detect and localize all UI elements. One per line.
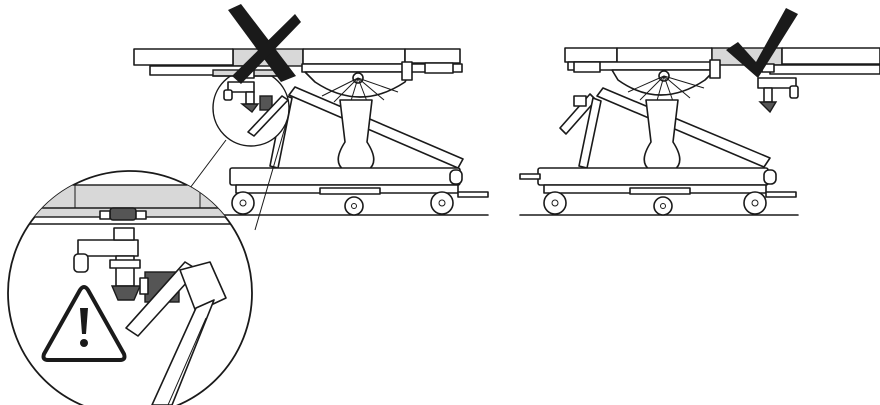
chassis-end-cap-right [763,169,777,185]
magnified-spring-line [167,317,207,405]
magnified-top-screw [109,207,137,221]
magnified-screw-cap [99,210,111,220]
base-frame-right [519,167,797,198]
column-bracket-right [611,69,716,96]
magnified-spring-body [151,299,215,405]
warning-exclamation-dot [80,339,88,347]
pedal-bar-right [765,191,797,198]
wheel-hub [438,199,446,207]
wheels-right [543,191,767,216]
seat-section-left [302,48,406,65]
correct-setup-panel [519,8,880,216]
leg-section-right [564,47,618,63]
wheel [344,196,364,216]
magnified-block-plate [139,277,149,295]
fan-line [321,77,359,97]
post-clamp-right [709,59,721,79]
head-section-left [133,48,234,66]
wheels-left [231,191,454,216]
pedal-bar-left [519,173,541,180]
rail-clamp-right [424,62,454,74]
table-top-left [133,48,463,76]
diagonal-support-left [288,86,464,169]
clamp-post [245,91,255,105]
correct-clamp [757,63,799,114]
clamp-post-right [763,87,773,103]
chassis-end-cap [449,169,463,185]
magnified-lever [110,285,142,301]
fan-line [627,75,665,93]
base-frame-left [229,167,489,198]
magnified-screw-cap [135,210,147,220]
fan-line [663,75,705,89]
wheel [543,191,567,215]
chassis-beam-right [537,167,769,186]
magnified-clamp-body [77,239,139,257]
clamp-lever [240,103,260,113]
wheel [743,191,767,215]
wheel-hub [551,199,559,207]
callout-leader-right [254,123,287,231]
fan-line [639,75,665,101]
seat-section-right [616,47,713,64]
clamp-knob [223,89,233,101]
column-bracket [304,71,411,98]
wheel-hub [239,199,247,207]
lift-column-right [643,99,681,171]
fan-line [663,75,691,99]
wheel [430,191,454,215]
magnified-clamp-knob [73,253,89,273]
fan-line [333,77,359,103]
column-head-right [611,59,721,105]
lift-column-left [337,99,375,171]
mount-block [259,95,273,111]
cross-icon [228,4,301,84]
rail-clamp-left [573,61,601,73]
head-section-right [781,47,880,65]
incorrect-setup-panel [133,4,489,231]
fan-line [357,77,385,101]
wheel-hub [351,203,357,209]
wheel [653,196,673,216]
chassis-cross-bar [319,187,381,195]
side-rail-right [769,64,880,75]
pedal-bar [457,191,489,198]
clamp-lever-right [758,101,778,114]
detail-marker-circle [212,69,290,147]
arm-rod [247,95,289,137]
fan-line [357,77,399,93]
diagonal-support-right [596,87,771,168]
column-head-left [304,61,413,105]
warning-exclamation-bar [80,308,88,334]
magnified-post-ring [109,259,141,269]
clamp-knob-right [789,85,799,99]
check-icon [726,8,798,78]
wheel-hub [660,203,666,209]
chassis-cross-bar-right [629,187,691,195]
post-clamp [401,61,413,81]
leg-section-left [404,48,461,64]
magnified-clamp-neck [113,227,135,241]
chassis-beam [229,167,461,186]
warning-triangle-icon [41,285,127,362]
arm-mount-right [573,95,587,107]
wheel-hub [751,199,759,207]
clamp-body-right [757,77,797,89]
magnified-callout [7,170,253,405]
wheel [231,191,255,215]
